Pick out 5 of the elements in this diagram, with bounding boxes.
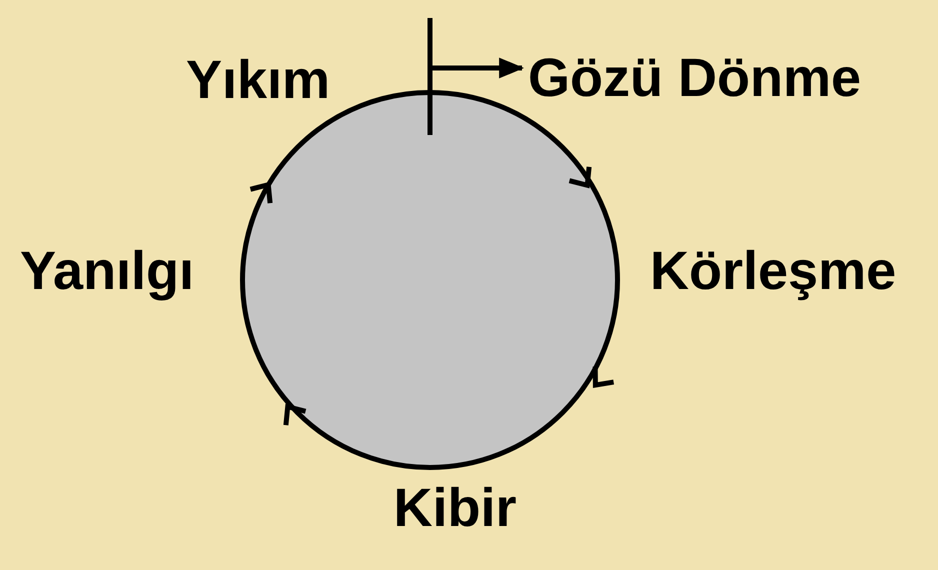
- stage-label: Yıkım: [186, 53, 330, 107]
- stage-label: Gözü Dönme: [528, 51, 861, 105]
- stage-label: Yanılgı: [20, 244, 194, 298]
- stage-label: Körleşme: [650, 244, 896, 298]
- stage-label: Kibir: [394, 481, 516, 535]
